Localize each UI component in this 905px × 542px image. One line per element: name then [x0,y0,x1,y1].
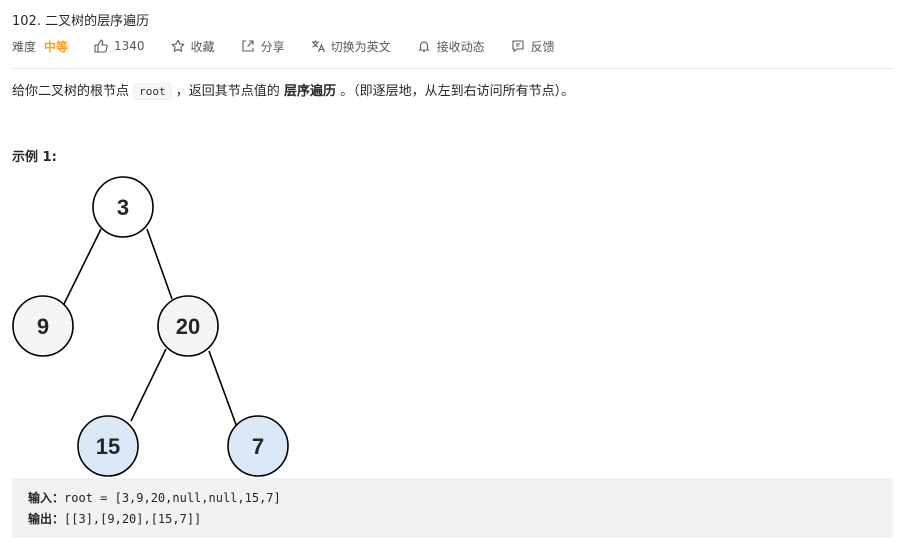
tree-edge [208,350,239,431]
example-input-label: 输入： [28,491,65,505]
tree-node-label: 15 [96,434,120,459]
description-text-2: ，返回其节点值的 [175,84,280,99]
problem-title: 102. 二叉树的层序遍历 [12,14,150,29]
translate-label: 切换为英文 [330,39,391,54]
description-bold-term: 层序遍历 [283,84,336,99]
header-divider [12,68,893,69]
problem-meta-bar: 难度 中等 1340 收藏 分享 切换为英文 接收动态 反馈 [12,36,555,56]
feedback-button[interactable]: 反馈 [511,38,555,55]
tree-node-right-right: 7 [227,415,289,477]
example-output-value: [[3],[9,20],[15,7]] [64,512,202,526]
like-count: 1340 [114,39,145,53]
favorite-button[interactable]: 收藏 [171,38,215,55]
subscribe-label: 接收动态 [436,39,485,54]
binary-tree-diagram: 3 9 20 15 7 [12,176,289,477]
description-text-1: 给你二叉树的根节点 [12,84,130,99]
tree-node-label: 7 [252,434,264,459]
feedback-label: 反馈 [530,39,555,54]
tree-node-right-left: 15 [77,415,139,477]
share-icon [241,39,255,53]
description-text-3: 。（即逐层地，从左到右访问所有节点）。 [340,84,575,99]
example-input-value: root = [3,9,20,null,null,15,7] [64,491,281,505]
share-button[interactable]: 分享 [241,38,285,55]
like-button[interactable]: 1340 [94,39,145,53]
tree-node-label: 3 [117,195,129,220]
feedback-icon [511,39,525,53]
tree-node-label: 9 [37,314,49,339]
difficulty-badge: 中等 [44,39,69,54]
bell-icon [417,39,431,53]
tree-node-right: 20 [157,295,219,357]
tree-node-left: 9 [12,295,74,357]
share-label: 分享 [260,39,285,54]
translate-button[interactable]: 切换为英文 [311,38,391,55]
favorite-label: 收藏 [190,39,215,54]
tree-edge [130,348,167,422]
tree-edge [62,228,102,307]
description-code-root: root [133,83,172,100]
example-title: 示例 1: [12,150,57,165]
problem-description: 给你二叉树的根节点 root ，返回其节点值的 层序遍历 。（即逐层地，从左到右… [12,82,574,102]
tree-edge [146,228,173,300]
difficulty-label: 难度 [12,39,37,54]
example-input-line: 输入：root = [3,9,20,null,null,15,7] [28,489,281,506]
translate-icon [311,39,325,53]
star-icon [171,39,185,53]
subscribe-button[interactable]: 接收动态 [417,38,485,55]
example-output-label: 输出： [28,512,65,526]
example-io-block: 输入：root = [3,9,20,null,null,15,7] 输出：[[3… [12,478,893,538]
example-output-line: 输出：[[3],[9,20],[15,7]] [28,510,201,527]
tree-node-label: 20 [176,314,200,339]
thumbs-up-icon [94,39,108,53]
tree-node-root: 3 [92,176,154,238]
